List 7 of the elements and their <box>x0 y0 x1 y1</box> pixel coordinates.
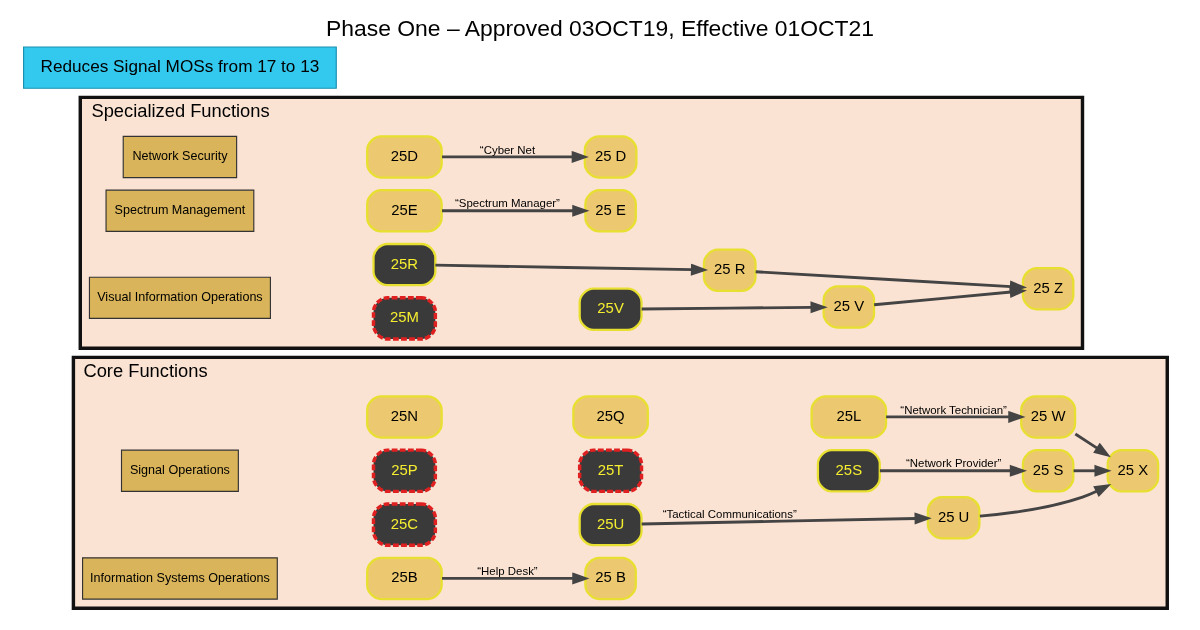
edge-label: “Network Provider” <box>905 457 1002 470</box>
edge-label: “Tactical Communications” <box>662 507 797 520</box>
edge-label: “Help Desk” <box>477 565 538 577</box>
edge-label: “Spectrum Manager” <box>455 197 560 210</box>
edge-label: “Network Technician” <box>900 403 1007 416</box>
edge-label: “Cyber Net <box>479 143 536 156</box>
diagram-title: Phase One – Approved 03OCT19, Effective 01OCT21 <box>326 14 874 41</box>
